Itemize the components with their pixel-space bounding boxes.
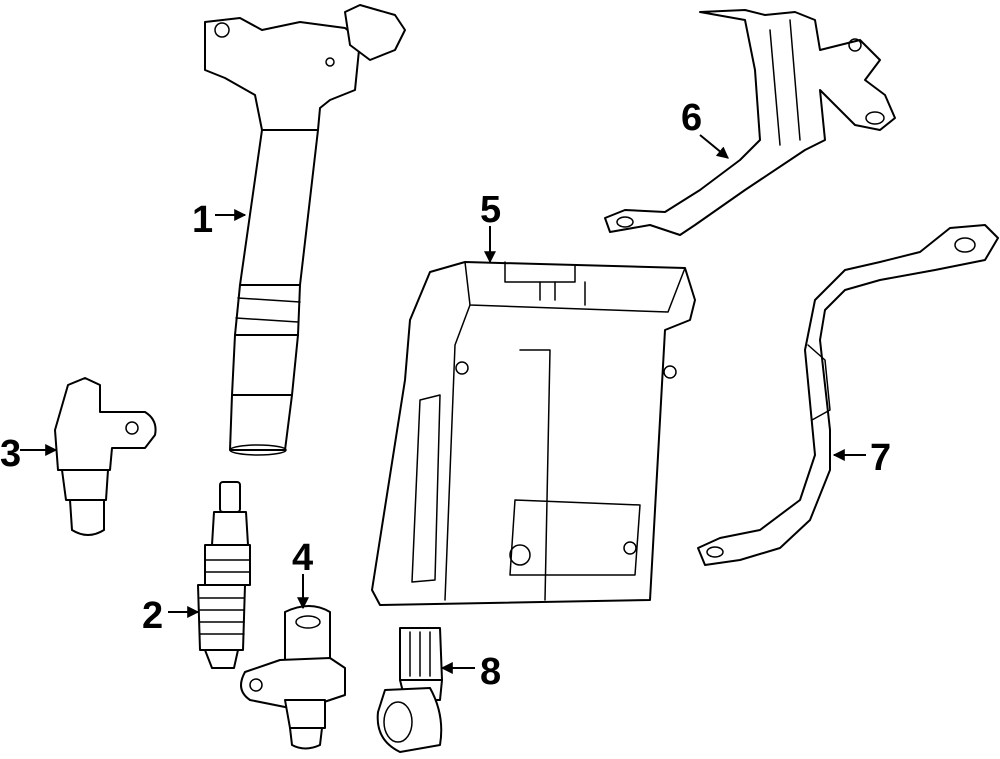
engine-control-module-part[interactable]	[371, 261, 696, 606]
callout-3: 3	[0, 433, 21, 475]
callout-7: 7	[870, 437, 891, 479]
camshaft-sensor-part[interactable]	[54, 377, 157, 536]
callout-1: 1	[192, 199, 213, 241]
callout-2: 2	[142, 595, 163, 637]
spark-plug-part[interactable]	[197, 481, 251, 669]
long-bracket-part[interactable]	[697, 224, 999, 566]
callout-6-leader	[699, 134, 729, 159]
callout-6: 6	[681, 97, 702, 139]
knock-sensor-part[interactable]	[376, 627, 443, 753]
callout-4: 4	[292, 537, 313, 579]
crank-sensor-part[interactable]	[240, 605, 346, 750]
ecm-bracket-part[interactable]	[604, 9, 896, 236]
ignition-coil-part[interactable]	[204, 4, 406, 456]
callout-8: 8	[480, 651, 501, 693]
callout-5: 5	[480, 189, 501, 231]
